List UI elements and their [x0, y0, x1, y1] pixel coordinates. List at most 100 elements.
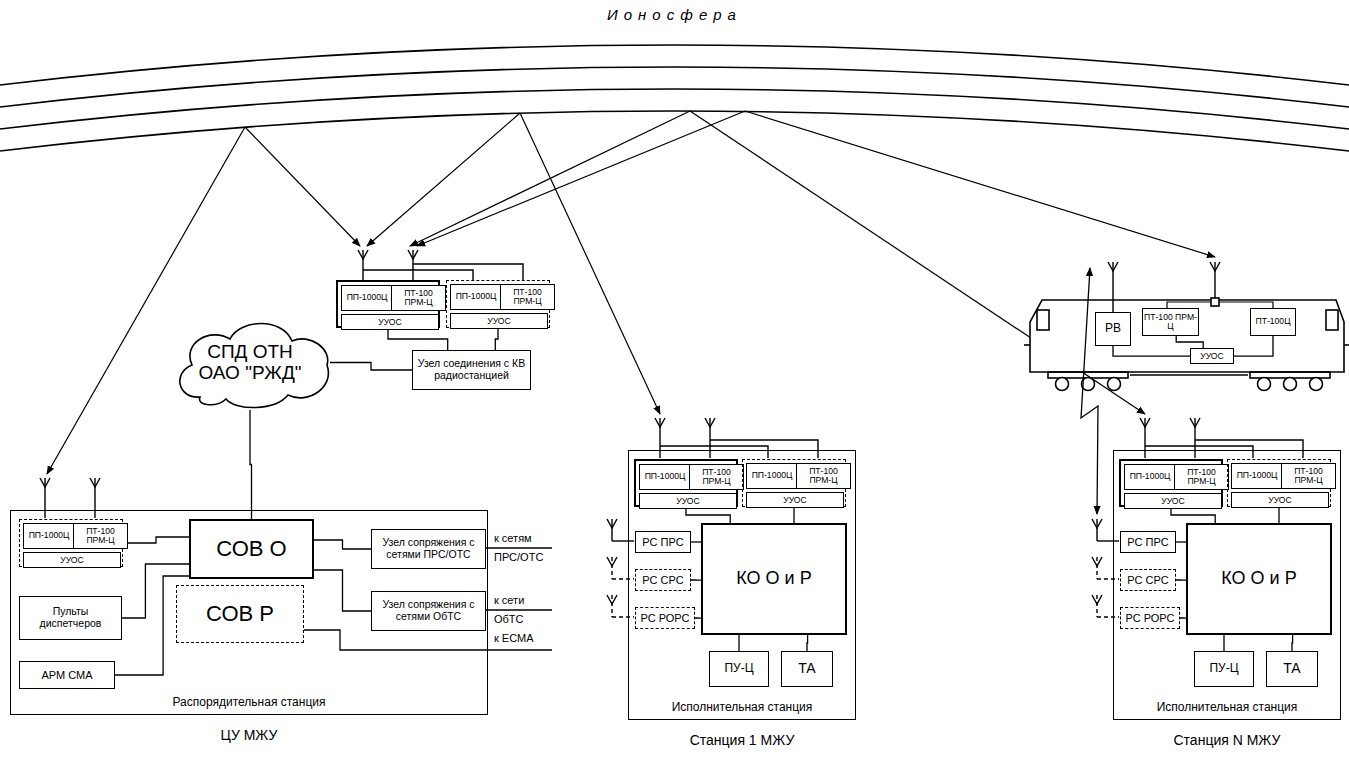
- network-label: ОбТС: [494, 613, 524, 625]
- equipment-box: Узел сопряжения с сетями ПРС/ОТС: [371, 529, 486, 569]
- station-caption: Станция N МЖУ: [1114, 733, 1340, 748]
- box-label: КО О и Р: [735, 569, 812, 589]
- equipment-box: ПТ-100 ПРМ-Ц: [796, 463, 851, 489]
- antenna-line: [710, 440, 818, 458]
- equipment-box: СОВ О: [189, 519, 314, 579]
- connector: [1234, 336, 1273, 356]
- equipment-box: ТА: [781, 651, 833, 687]
- connector: [330, 363, 412, 371]
- station-label: Распорядительная станция: [11, 696, 487, 709]
- network-label: ПРС/ОТС: [494, 551, 543, 563]
- equipment-box: ПТ-100 ПРМ-Ц: [391, 285, 446, 311]
- ionosphere-bands: [0, 45, 1349, 151]
- box-label: ПП-1000Ц: [1236, 471, 1279, 480]
- antenna-line: [1195, 440, 1303, 458]
- box-label: ПТ-100 ПРМ-Ц: [797, 467, 850, 486]
- equipment-box: ПУ-Ц: [1194, 651, 1254, 687]
- station-box: Распорядительная станцияЦУ МЖУПП-1000ЦПТ…: [10, 510, 488, 715]
- box-label: СПД ОТН ОАО "РЖД": [189, 342, 311, 384]
- box-label: ПП-1000Ц: [751, 471, 794, 480]
- box-label: ПТ-100Ц: [1255, 317, 1292, 326]
- antenna-line: [94, 478, 95, 518]
- connector: [1291, 635, 1293, 651]
- antenna-line: [709, 418, 710, 458]
- connector: [1176, 541, 1186, 542]
- equipment-box: РС РОРС: [635, 607, 695, 629]
- connector: [691, 579, 701, 580]
- antenna-line: [612, 540, 634, 541]
- equipment-box: ПТ-100 ПРМ-Ц: [689, 464, 744, 490]
- box-label: РС ПРС: [641, 536, 684, 548]
- equipment-box: УУОС: [746, 492, 844, 508]
- box-label: УУОС: [1199, 352, 1225, 361]
- antenna-line: [362, 250, 363, 280]
- box-label: ПТ-100 ПРМ-Ц: [1282, 467, 1335, 486]
- antenna-line: [1194, 418, 1195, 458]
- box-label: УУОС: [1267, 496, 1293, 505]
- antenna-line: [1112, 262, 1113, 312]
- radio-group: ПП-1000ЦПТ-100 ПРМ-ЦУУОС: [446, 280, 550, 328]
- antenna-line: [1097, 540, 1119, 541]
- box-label: ПТ-100 ПРМ-Ц: [1143, 313, 1198, 332]
- equipment-box: ПП-1000Ц: [341, 285, 393, 311]
- antenna-line: [611, 557, 612, 579]
- equipment-box: ПТ-100 ПРМ-Ц: [1174, 464, 1229, 490]
- antenna-line: [1145, 446, 1253, 458]
- antenna-line: [413, 264, 523, 280]
- equipment-box: УУОС: [1190, 348, 1234, 364]
- equipment-box: УУОС: [23, 552, 121, 568]
- connector: [388, 328, 448, 350]
- connector: [1176, 579, 1186, 580]
- box-label: УУОС: [377, 318, 403, 327]
- box-label: УУОС: [486, 317, 512, 326]
- station-label: Исполнительная станция: [629, 701, 855, 714]
- equipment-box: Узел соединения с КВ радиостанцией: [412, 350, 531, 390]
- equipment-box: Пульты диспетчеров: [19, 596, 122, 640]
- connector: [250, 410, 252, 519]
- radio-group: ПП-1000ЦПТ-100 ПРМ-ЦУУОС: [1227, 459, 1331, 507]
- equipment-box: УУОС: [639, 493, 737, 509]
- equipment-box: Узел сопряжения с сетями ОбТС: [371, 591, 486, 631]
- equipment-box: АРМ СМА: [19, 661, 115, 689]
- box-label: Пульты диспетчеров: [20, 606, 121, 629]
- network-label: к сети: [494, 594, 524, 606]
- equipment-box: ПТ-100Ц: [1250, 308, 1296, 336]
- equipment-box: РС СРС: [1120, 569, 1176, 591]
- box-label: ПП-1000Ц: [455, 292, 498, 301]
- radio-group: ПП-1000ЦПТ-100 ПРМ-ЦУУОС: [336, 280, 440, 328]
- box-label: ПУ-Ц: [723, 662, 754, 675]
- box-label: СОВ О: [215, 537, 287, 561]
- box-label: УУОС: [675, 497, 701, 506]
- antenna-line: [611, 595, 612, 617]
- connector: [314, 570, 371, 611]
- equipment-box: УУОС: [450, 313, 548, 329]
- equipment-box: КО О и Р: [1186, 523, 1332, 635]
- network-label: к сетям: [494, 532, 532, 544]
- box-label: ПП-1000Ц: [644, 472, 687, 481]
- box-label: РС ПРС: [1126, 536, 1169, 548]
- equipment-box: ПП-1000Ц: [450, 284, 502, 310]
- box-label: УУОС: [782, 496, 808, 505]
- antenna-line: [1096, 595, 1097, 617]
- connector: [1278, 507, 1279, 523]
- antenna-line: [1214, 262, 1215, 298]
- antenna-line: [612, 616, 634, 617]
- equipment-box: ПП-1000Ц: [1231, 463, 1283, 489]
- box-label: КО О и Р: [1220, 569, 1297, 589]
- radio-group: ПП-1000ЦПТ-100 ПРМ-ЦУУОС: [1119, 459, 1223, 507]
- box-label: ПТ-100 ПРМ-Ц: [690, 468, 743, 487]
- radio-link: [1081, 268, 1098, 514]
- equipment-box: РС ПРС: [1120, 531, 1176, 553]
- box-label: РС РОРС: [1124, 612, 1175, 624]
- box-label: Узел соединения с КВ радиостанцией: [413, 358, 530, 381]
- equipment-box: УУОС: [1231, 492, 1329, 508]
- station-box: Исполнительная станцияСтанция 1 МЖУПП-10…: [628, 450, 856, 720]
- equipment-box: ПП-1000Ц: [746, 463, 798, 489]
- connector: [123, 537, 189, 543]
- connector: [1113, 346, 1190, 356]
- box-label: ТА: [797, 661, 816, 676]
- equipment-box: УУОС: [1124, 493, 1222, 509]
- network-cloud: СПД ОТН ОАО "РЖД": [170, 315, 330, 410]
- station-box: Исполнительная станцияСтанция N МЖУПП-10…: [1113, 450, 1341, 720]
